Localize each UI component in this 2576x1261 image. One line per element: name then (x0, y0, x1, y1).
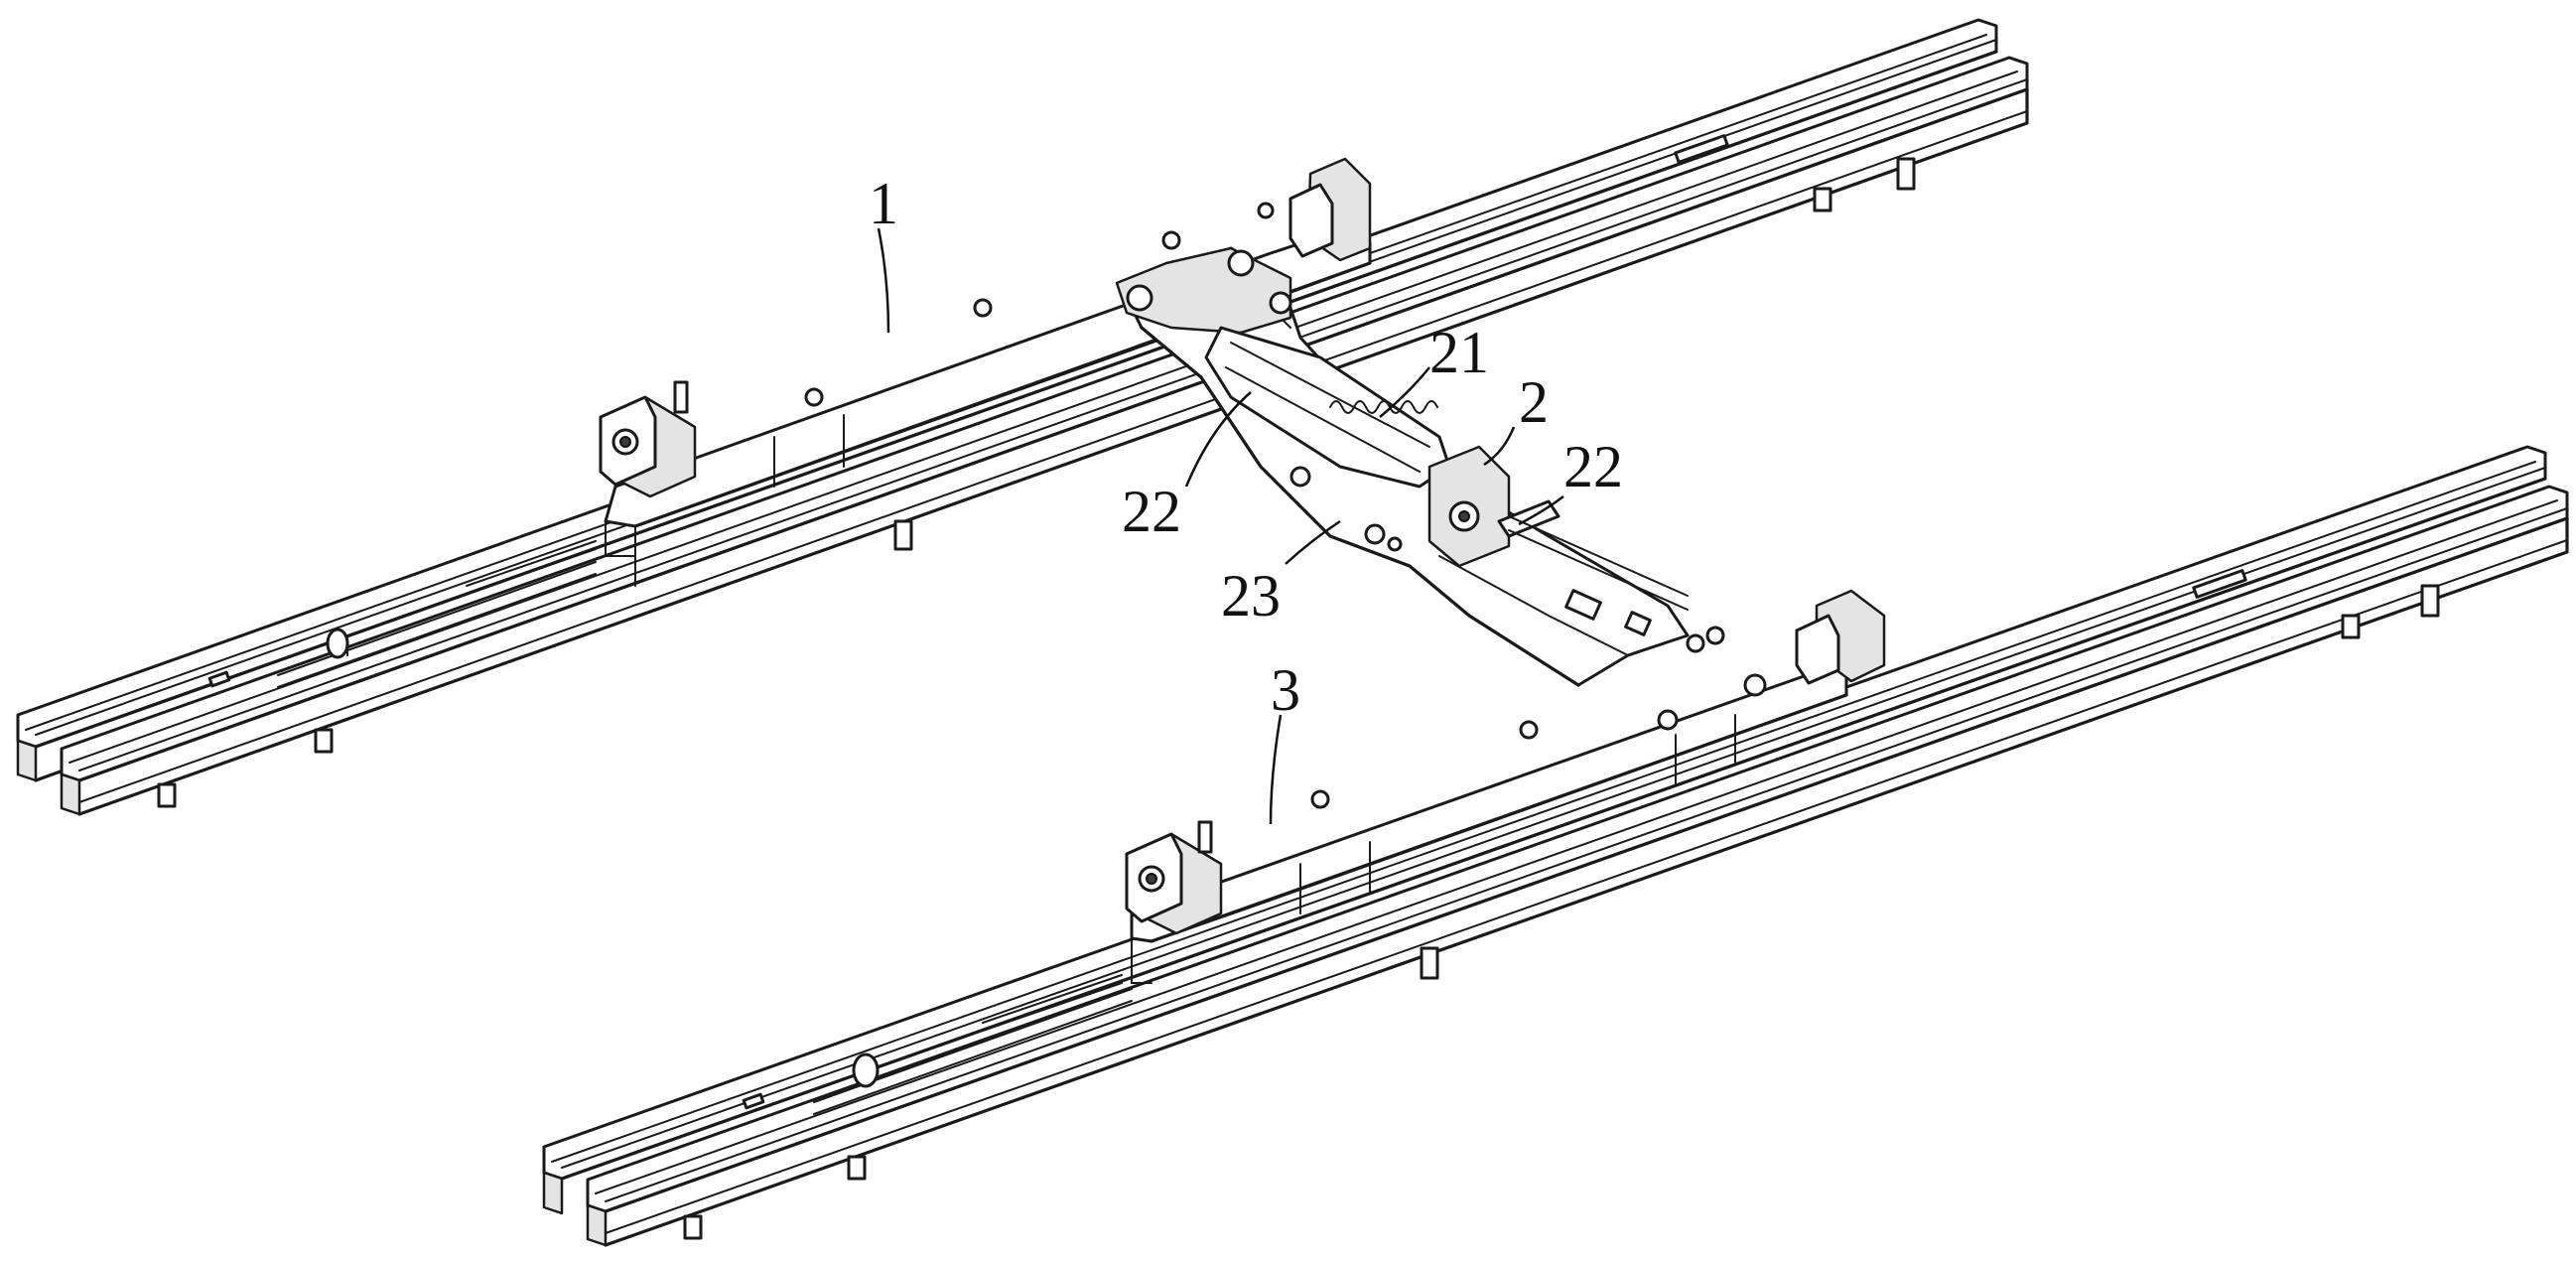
label-23: 23 (1221, 563, 1281, 629)
label-3: 3 (1271, 657, 1300, 723)
upper-rail-slots (207, 134, 1729, 688)
spring (1329, 400, 1438, 414)
pivot-bracket-upper (1115, 246, 1292, 335)
lower-rail-front-mount (1125, 820, 1223, 935)
upper-rail-rear-latch (1288, 157, 1372, 262)
linkage-rod (1508, 515, 1725, 653)
reference-labels: 1 21 2 22 22 23 3 (869, 171, 1623, 723)
label-2: 2 (1519, 369, 1549, 435)
actuator-cylinder (1204, 326, 1451, 489)
upper-rail-front-mount (599, 380, 697, 498)
upper-rail-feet (157, 157, 1916, 808)
leader-3 (1269, 714, 1283, 825)
lower-rail-rear-latch (1795, 589, 1886, 685)
lower-rail-assembly (542, 445, 2569, 1247)
lower-rail-slots (742, 569, 2247, 1110)
lower-rail-inner-track (586, 485, 2569, 1247)
leader-22-left (1184, 391, 1252, 488)
upper-rail-assembly (16, 18, 2029, 816)
linkage-fasteners (1289, 466, 1403, 552)
linkage-assembly (1115, 246, 1725, 687)
label-22-right: 22 (1563, 434, 1623, 499)
upper-rail-inner-track (60, 56, 2029, 816)
lower-rail-feet (683, 584, 2440, 1240)
leader-23 (1285, 519, 1341, 565)
label-21: 21 (1429, 320, 1489, 385)
leader-lines (877, 227, 1564, 825)
leader-22-right (1518, 494, 1564, 526)
leader-21 (1379, 366, 1430, 418)
lower-rail-lock-mechanism (813, 974, 1133, 1115)
leader-2 (1483, 426, 1516, 467)
leader-1 (877, 227, 890, 334)
label-22-left: 22 (1122, 479, 1181, 544)
upper-rail-lock-mechanism (277, 540, 597, 688)
label-1: 1 (869, 171, 898, 236)
